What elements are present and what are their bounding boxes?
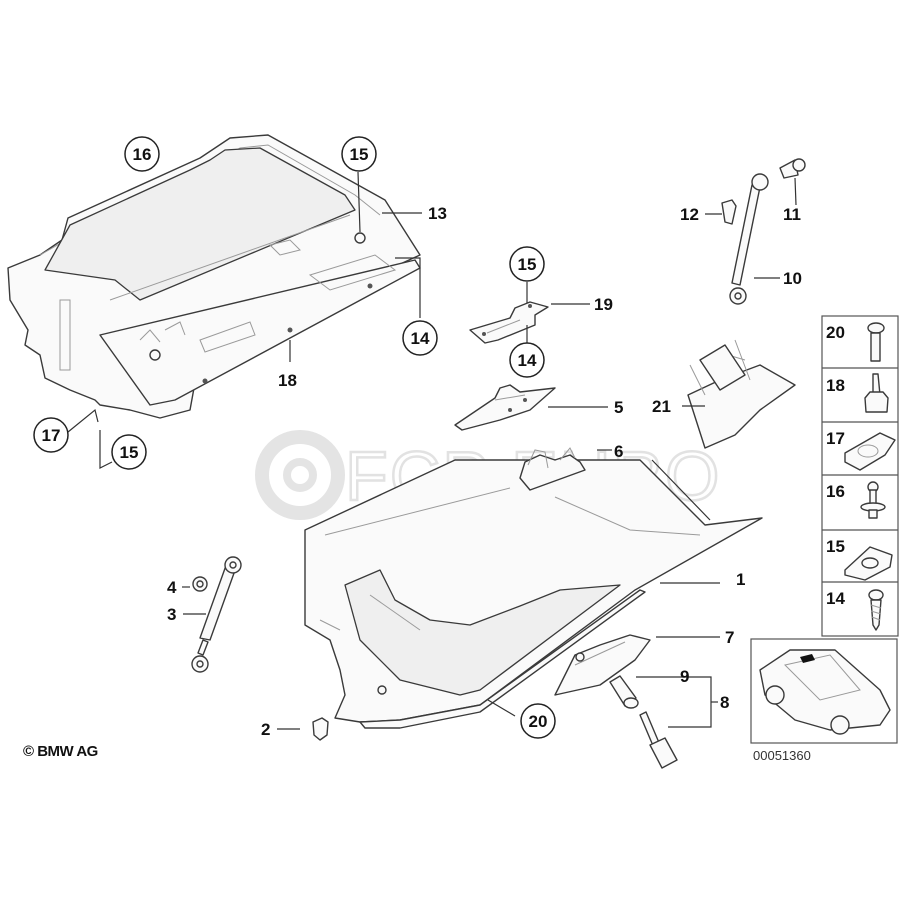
link-rod-part-10[interactable] (729, 173, 769, 305)
callout-13[interactable]: 13 (428, 204, 447, 223)
callout-19[interactable]: 19 (594, 295, 613, 314)
car-locator: 00051360 (750, 638, 898, 763)
callout-15-bottom[interactable]: 15 (120, 443, 139, 462)
circled-callouts: 16 15 14 17 15 15 14 20 (33, 136, 556, 739)
callout-6[interactable]: 6 (614, 442, 623, 461)
callout-11[interactable]: 11 (783, 205, 801, 224)
callout-9[interactable]: 9 (680, 667, 689, 686)
callout-15-top[interactable]: 15 (350, 145, 369, 164)
callout-8[interactable]: 8 (720, 693, 729, 712)
speed-nut-icon (844, 546, 893, 581)
lock-cylinder-part-9[interactable] (609, 675, 639, 709)
callouts: 1 2 3 4 5 6 7 8 9 10 11 12 13 18 19 21 (167, 204, 802, 739)
diagram-number: 00051360 (753, 748, 811, 763)
bushing-part-4[interactable] (192, 576, 208, 592)
legend-number-17: 17 (826, 429, 845, 448)
clip-part-12[interactable] (721, 199, 737, 225)
callout-14-bracket[interactable]: 14 (518, 351, 537, 370)
callout-4[interactable]: 4 (167, 578, 177, 597)
expanding-rivet-icon (860, 481, 886, 519)
bumper-part-2[interactable] (312, 717, 329, 741)
callout-3[interactable]: 3 (167, 605, 176, 624)
key-part-8[interactable] (639, 711, 678, 769)
callout-21[interactable]: 21 (652, 397, 671, 416)
legend-number-20: 20 (826, 323, 845, 342)
latch-catch-part-5[interactable] (454, 384, 556, 431)
handle-part-21[interactable] (687, 339, 796, 449)
legend-number-15: 15 (826, 537, 845, 556)
callout-2[interactable]: 2 (261, 720, 270, 739)
callout-18[interactable]: 18 (278, 371, 297, 390)
upper-tray-part-13[interactable] (7, 134, 421, 419)
tapping-screw-icon (868, 589, 884, 631)
watermark-logo-icon (255, 430, 345, 520)
screw-icon (867, 322, 885, 362)
lock-handle-part-7[interactable] (554, 634, 651, 696)
bolt-part-11[interactable] (779, 158, 806, 179)
leader-lines (67, 171, 797, 730)
legend-number-14: 14 (826, 589, 845, 608)
callout-17[interactable]: 17 (42, 426, 61, 445)
glove-box-part-1[interactable] (304, 459, 763, 729)
callout-7[interactable]: 7 (725, 628, 734, 647)
legend-number-16: 16 (826, 482, 845, 501)
clip-nut-icon (844, 432, 896, 471)
callout-14-tray[interactable]: 14 (411, 329, 430, 348)
bracket-part-19[interactable] (469, 301, 549, 344)
legend-number-18: 18 (826, 376, 845, 395)
latch-bracket-part-6[interactable] (519, 447, 586, 491)
car-locator-icon (759, 649, 891, 735)
callout-10[interactable]: 10 (783, 269, 802, 288)
callout-20[interactable]: 20 (529, 712, 548, 731)
callout-12[interactable]: 12 (680, 205, 699, 224)
gas-strut-part-3[interactable] (191, 556, 242, 673)
callout-5[interactable]: 5 (614, 398, 623, 417)
callout-15-bracket[interactable]: 15 (518, 255, 537, 274)
callout-16[interactable]: 16 (133, 145, 152, 164)
rubber-buffer-icon (864, 373, 889, 413)
fastener-legend: 20 18 17 16 15 14 (821, 315, 899, 637)
copyright-text: © BMW AG (23, 743, 98, 760)
callout-1[interactable]: 1 (736, 570, 745, 589)
